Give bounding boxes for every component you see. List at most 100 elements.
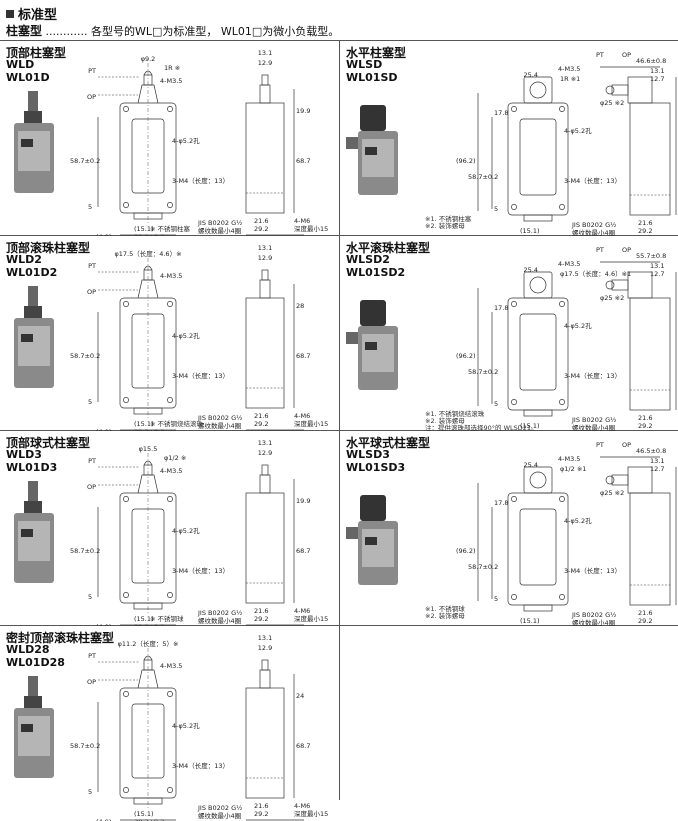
dim-label: 3-M4（长度：13） xyxy=(172,176,229,185)
dim-label: JIS B0202 G½ xyxy=(571,221,616,229)
dim-label: 4-M3.5 xyxy=(160,272,182,280)
dim-label: 21.6 xyxy=(638,609,652,617)
dim-label: (96.2) xyxy=(456,352,476,360)
footnote: ※2. 装饰螺母 xyxy=(425,612,465,620)
dim-label: 46.6±0.8 xyxy=(636,57,666,65)
dim-label: 4-M3.5 xyxy=(160,467,182,475)
dim-label: (15.1) xyxy=(520,422,540,430)
dim-label: 1R ※ xyxy=(164,64,180,72)
dim-label: 58.7±0.2 xyxy=(468,173,498,181)
dimension-drawing: PTOPφ17.5（长度：4.6）※4-M3.54-φ5.2孔3-M4（长度：1… xyxy=(70,244,328,431)
dim-label: 21.6 xyxy=(638,219,652,227)
dim-label: 4-M3.5 xyxy=(160,662,182,670)
switch-photo xyxy=(14,481,54,583)
pt-label: PT xyxy=(88,67,96,75)
dim-label: 58.7±0.2 xyxy=(468,563,498,571)
dim-label: 3-M4（长度：13） xyxy=(172,371,229,380)
op-label: OP xyxy=(87,678,96,686)
dim-label: (15.1) xyxy=(520,617,540,625)
dim-label: 4-φ5.2孔 xyxy=(172,527,200,535)
op-label: OP xyxy=(87,288,96,296)
dim-label: 3-M4（长度：13） xyxy=(172,566,229,575)
dim-label: 螺纹数最小4圈 xyxy=(572,423,615,431)
dim-label: 19.9 xyxy=(296,107,310,115)
pt-label: PT xyxy=(596,441,604,449)
dim-label: 30.2±0.2 xyxy=(134,623,164,626)
model-name: WL01D xyxy=(6,71,50,84)
dim-label: (15.1) xyxy=(134,615,154,623)
dim-label: 13.1 xyxy=(650,67,664,75)
dim-label: 25.4 xyxy=(524,461,538,469)
dim-label: 5 xyxy=(88,593,92,601)
dim-label: 4-φ5.2孔 xyxy=(172,722,200,730)
dim-label: 46.5±0.8 xyxy=(636,447,666,455)
dim-label: 68.7 xyxy=(296,352,310,360)
op-label: OP xyxy=(622,246,631,254)
dim-label: 29.2 xyxy=(638,422,652,430)
panel-title: 顶部柱塞型 xyxy=(6,46,67,60)
dim-label: 17.8 xyxy=(494,304,508,312)
model-name: WLSD xyxy=(346,58,383,71)
dim-label: 4-M6 xyxy=(294,802,310,810)
dim-label: (96.2) xyxy=(456,547,476,555)
dim-label: JIS B0202 G½ xyxy=(197,414,242,422)
dim-label: 17.8 xyxy=(494,109,508,117)
switch-photo xyxy=(14,676,54,778)
dim-label: 5 xyxy=(494,205,498,213)
dim-label: 25.4 xyxy=(524,71,538,79)
dim-label: 4-M6 xyxy=(294,607,310,615)
pt-label: PT xyxy=(88,262,96,270)
dim-label: φ17.5（长度：4.6）※ xyxy=(114,249,181,258)
dim-label: 12.9 xyxy=(258,449,272,457)
dim-label: 3-M4（长度：13） xyxy=(564,176,621,185)
dim-label: 3-M4（长度：13） xyxy=(172,761,229,770)
dim-label: 12.7 xyxy=(650,465,664,473)
dim-label: (4.9) xyxy=(484,625,499,626)
dim-label: 28 xyxy=(296,302,304,310)
dim-label: 4-M3.5 xyxy=(160,77,182,85)
dim-label: 螺纹数最小4圈 xyxy=(572,228,615,236)
panel-title: 水平滚珠柱塞型 xyxy=(346,241,431,255)
panel-title: 水平球式柱塞型 xyxy=(346,436,431,450)
dim-label: 29.2 xyxy=(254,420,268,428)
dim-label: (4.9) xyxy=(484,235,499,236)
section-title: 标准型 xyxy=(6,4,57,23)
model-name: WL01SD2 xyxy=(346,266,406,279)
dim-label: 21.6 xyxy=(254,607,268,615)
switch-photo xyxy=(14,286,54,388)
op-label: OP xyxy=(622,441,631,449)
switch-photo xyxy=(346,300,398,390)
panel-title: 顶部滚珠柱塞型 xyxy=(6,241,91,255)
op-label: OP xyxy=(87,483,96,491)
dim-label: (15.1) xyxy=(134,225,154,233)
dim-label: (4.9) xyxy=(484,430,499,431)
dim-label: 29.2 xyxy=(638,227,652,235)
dim-label: 30.2±0.2 xyxy=(134,428,164,431)
dim-label: φ1/2 ※1 xyxy=(560,465,586,473)
dim-label: 55.7±0.8 xyxy=(636,252,666,260)
dim-label: 29.2 xyxy=(638,617,652,625)
panel-title: 水平柱塞型 xyxy=(346,46,407,60)
divider xyxy=(339,40,340,800)
dim-label: (15.1) xyxy=(134,420,154,428)
dim-label: 21.6 xyxy=(254,217,268,225)
dim-label: 29.2 xyxy=(254,615,268,623)
dim-label: 5 xyxy=(88,203,92,211)
dim-label: (15.1) xyxy=(520,227,540,235)
type-description: 柱塞型 ............ 各型号的WL□为标准型， WL01□为微小负载… xyxy=(6,22,339,39)
dim-label: 4-φ5.2孔 xyxy=(564,322,592,330)
dim-label: 68.7 xyxy=(296,547,310,555)
dim-label: 12.9 xyxy=(258,254,272,262)
dim-label: 30.2±0.2 xyxy=(520,430,550,431)
dim-label: 5 xyxy=(494,400,498,408)
model-name: WL01D2 xyxy=(6,266,58,279)
dim-label: 4-φ5.2孔 xyxy=(172,137,200,145)
dim-label: 螺纹数最小4圈 xyxy=(198,811,241,820)
dim-label: 58.7±0.2 xyxy=(70,547,100,555)
dim-label: (4.9) xyxy=(96,233,111,236)
dim-label: 68.7 xyxy=(296,157,310,165)
dim-label: 4-M6 xyxy=(294,217,310,225)
